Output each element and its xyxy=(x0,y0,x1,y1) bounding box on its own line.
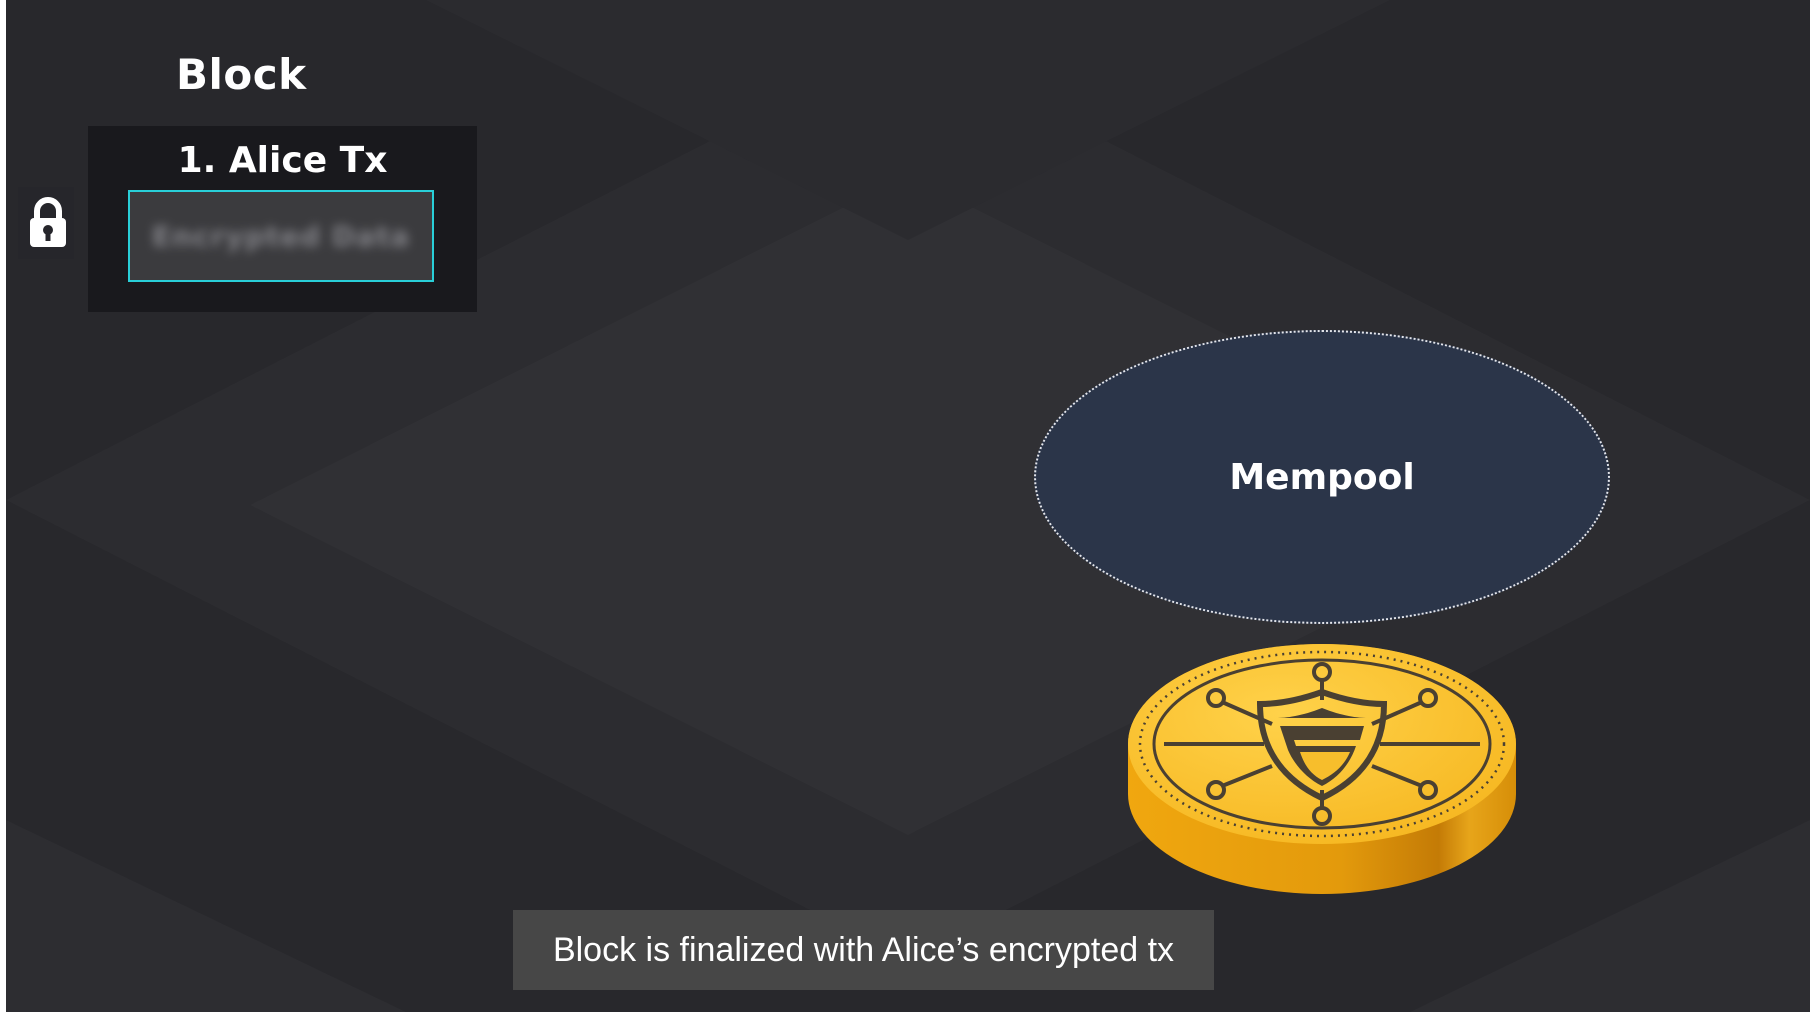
encrypted-data-box: Encrypted Data xyxy=(128,190,434,282)
caption-banner: Block is finalized with Alice’s encrypte… xyxy=(513,910,1214,990)
tx-title: 1. Alice Tx xyxy=(177,140,388,181)
mempool-label: Mempool xyxy=(1229,456,1415,498)
block-card: 1. Alice Tx Encrypted Data xyxy=(88,126,477,312)
encrypted-data-text: Encrypted Data xyxy=(151,219,411,253)
slide-canvas: Block 1. Alice Tx Encrypted Data Mempool xyxy=(6,0,1810,1012)
lock-icon xyxy=(30,197,66,247)
mempool-pool: Mempool xyxy=(1034,330,1610,624)
block-title: Block xyxy=(176,50,307,99)
lock-badge xyxy=(18,187,74,259)
shield-network-coin-icon xyxy=(1128,644,1516,894)
